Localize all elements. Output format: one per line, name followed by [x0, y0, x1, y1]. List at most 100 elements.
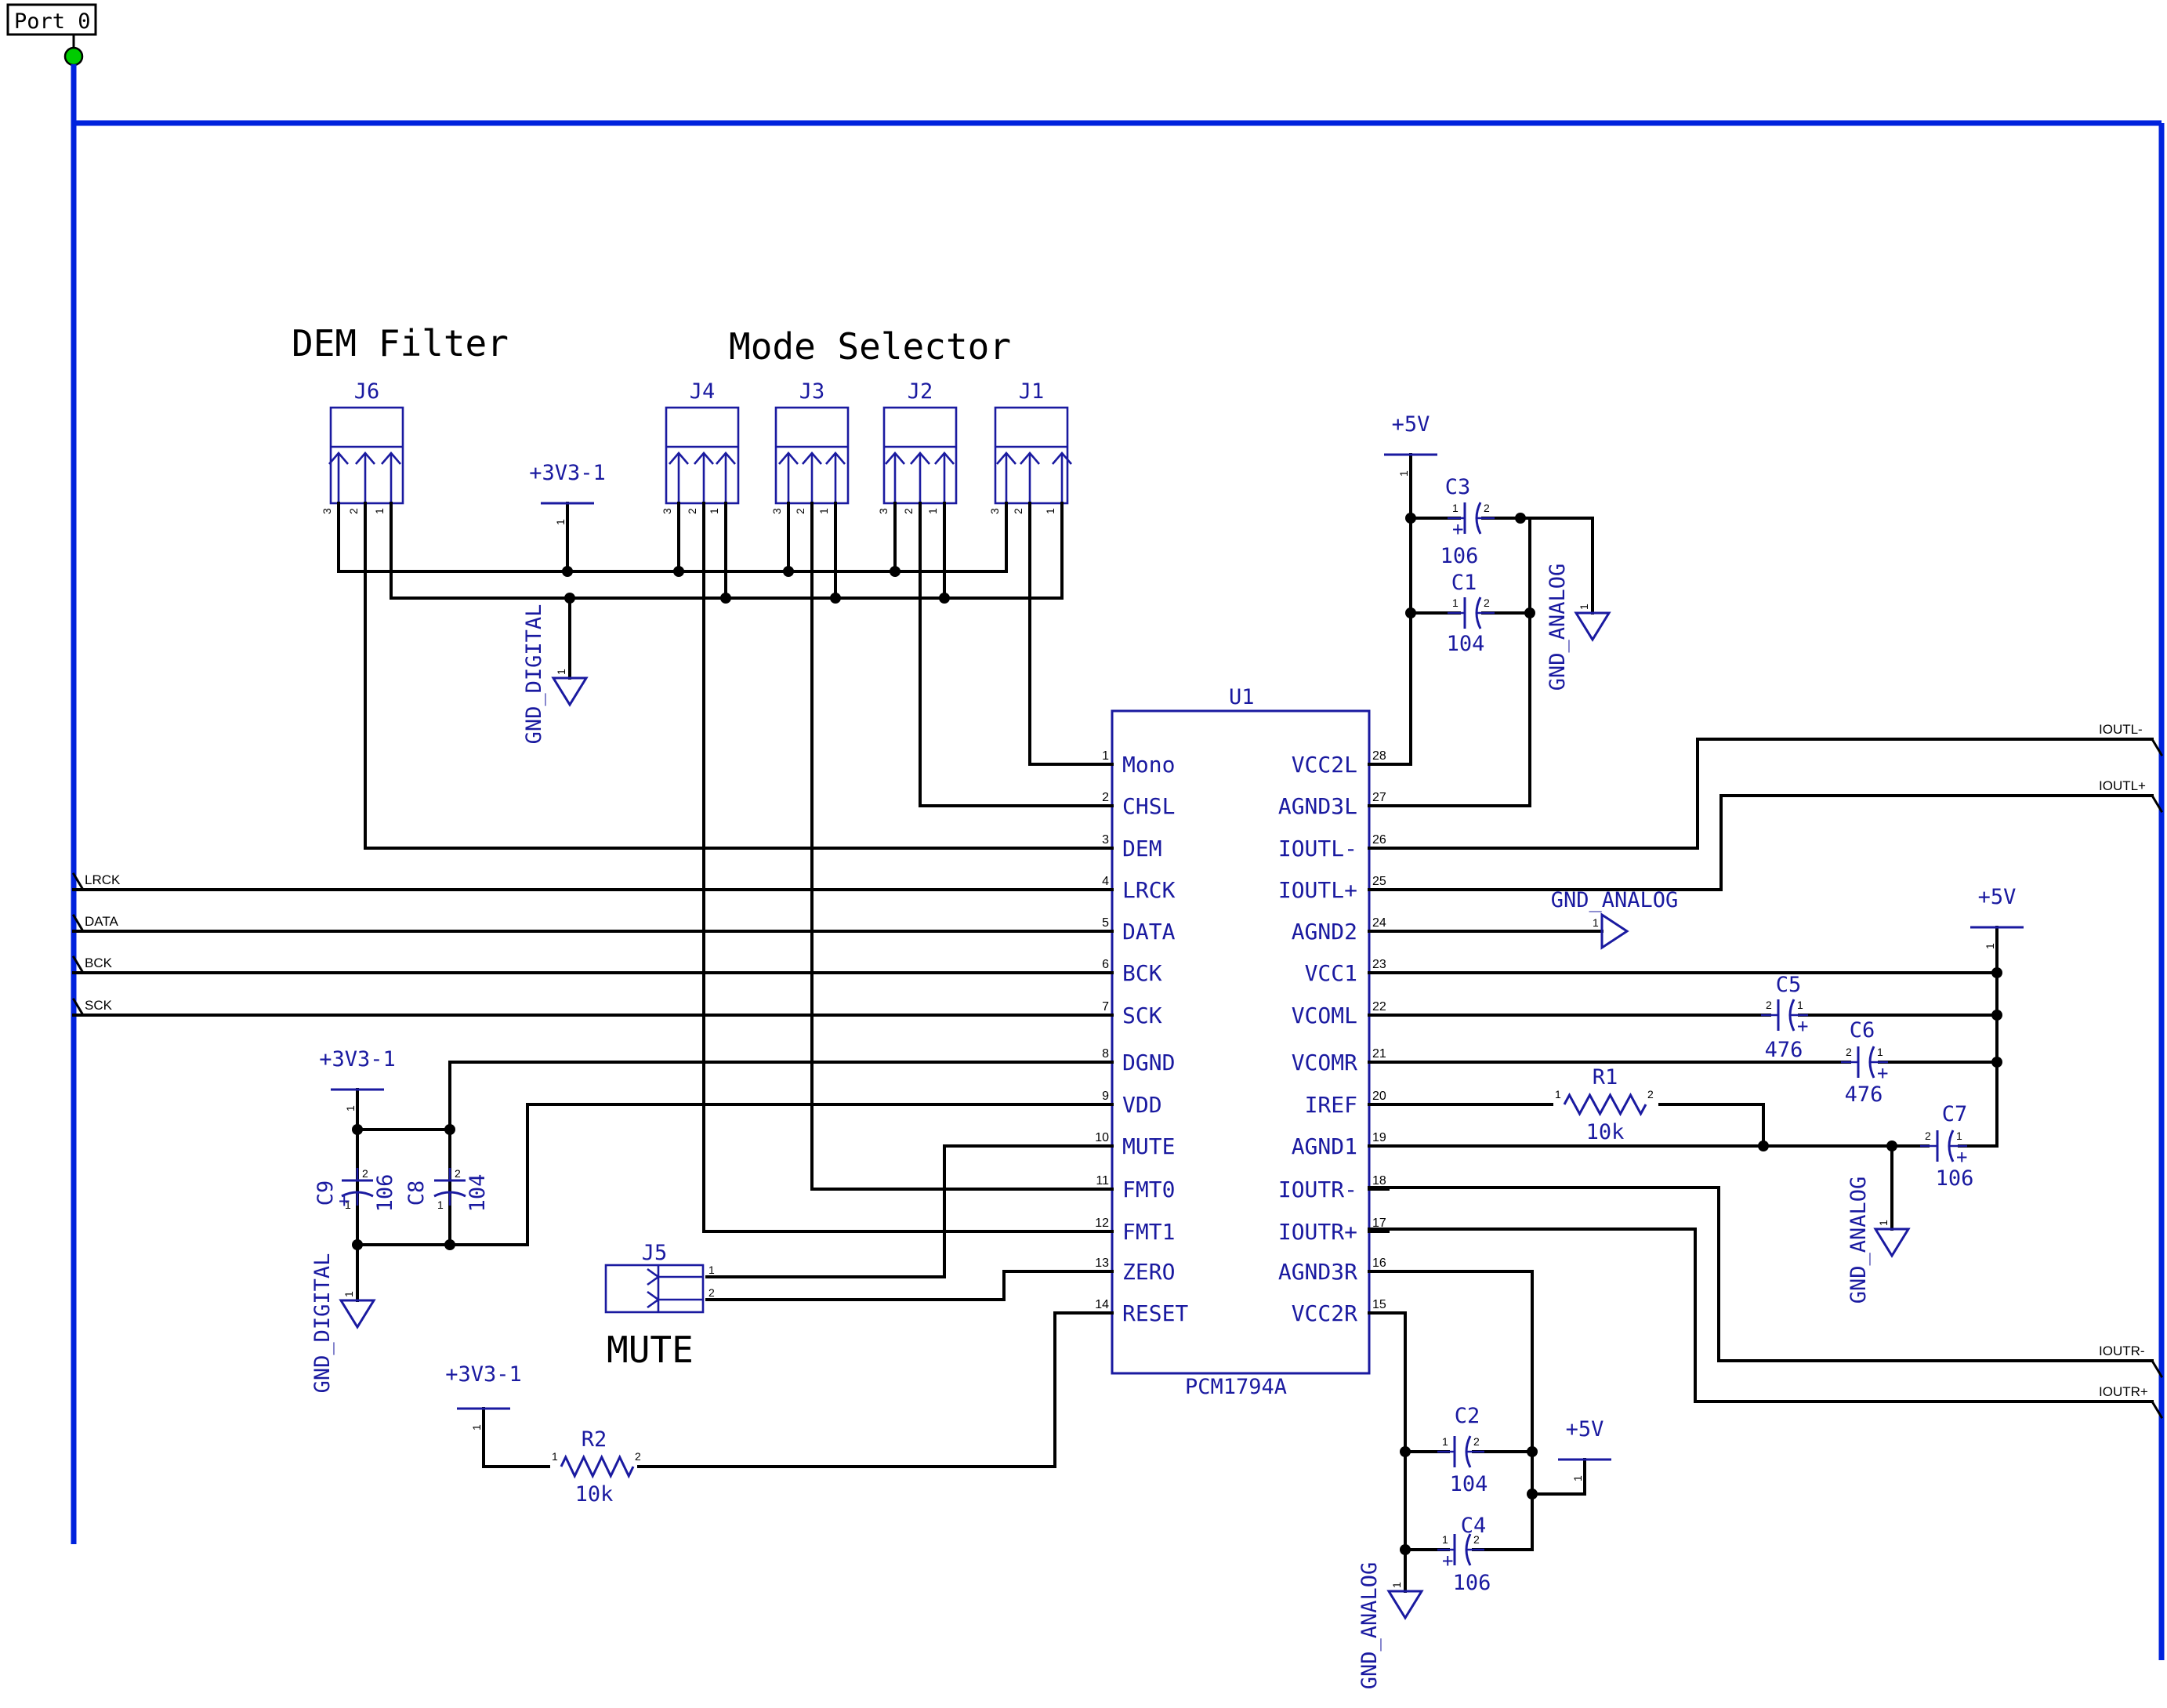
capacitor-c1[interactable]: C1 104 1 2 [1447, 571, 1495, 656]
cap-value: 106 [1453, 1571, 1491, 1595]
top-wiring [337, 502, 1114, 1233]
pin-number: 2 [455, 1167, 461, 1180]
pin-name: AGND3R [1278, 1259, 1357, 1285]
pin-number: 14 [1095, 1298, 1109, 1311]
ground-label: GND_ANALOG [1357, 1562, 1382, 1690]
pin-name: DGND [1122, 1050, 1175, 1075]
jumper-ref: J3 [799, 379, 825, 404]
port-0[interactable]: Port 0 [6, 3, 97, 67]
pin-name: IOUTL+ [1278, 877, 1357, 903]
pin-number: 8 [1102, 1047, 1109, 1061]
cap-ref: C5 [1776, 973, 1802, 997]
pin-number: 1 [926, 508, 939, 514]
cap-value: 106 [373, 1174, 397, 1213]
pin-number: 1 [1452, 597, 1459, 609]
vdd-decoupling [352, 1061, 1114, 1302]
pin-name: ZERO [1122, 1259, 1175, 1285]
pin-number: 7 [1102, 1000, 1109, 1014]
pin-number: 24 [1372, 916, 1386, 930]
cap-ref: C7 [1942, 1102, 1968, 1126]
cap-value: 476 [1765, 1038, 1803, 1062]
pin-number: 1 [1593, 916, 1599, 929]
power-5v-bottom: +5V 1 [1558, 1417, 1611, 1481]
mute-reset-wiring [482, 1144, 1114, 1468]
pin-name: AGND1 [1292, 1133, 1357, 1159]
pin-name: BCK [1122, 960, 1162, 986]
cap-value: 104 [1447, 632, 1485, 656]
power-3v3-top: +3V3-11 [529, 461, 606, 525]
pin-number: 23 [1372, 958, 1386, 971]
jumper-ref: J5 [642, 1241, 668, 1265]
net-label-ioutr-minus: IOUTR- [2099, 1344, 2145, 1358]
pin-number: 1 [437, 1199, 444, 1211]
cap-value: 476 [1845, 1082, 1883, 1107]
power-label: +3V3-1 [529, 461, 606, 485]
pin-number: 1 [1877, 1220, 1890, 1226]
chip-body [1111, 709, 1371, 1375]
port-connector-dot [63, 46, 84, 67]
chip-ref: U1 [1229, 685, 1255, 709]
bus [71, 64, 2165, 1660]
gnd-digital-top: GND_DIGITAL 1 [522, 604, 589, 745]
pin-number: 10 [1095, 1131, 1109, 1144]
pin-number: 1 [555, 669, 567, 675]
pin-number: 2 [1484, 502, 1490, 514]
pin-number: 11 [1096, 1174, 1109, 1188]
pin-number: 9 [1102, 1090, 1109, 1103]
right-output-nets: IOUTL- IOUTL+ IOUTR- IOUTR+ [1368, 722, 2164, 1420]
pin-number: 2 [902, 508, 915, 514]
pin-number: 1 [344, 1105, 357, 1111]
power-3v3-left: +3V3-11 [319, 1047, 396, 1111]
pin-number: 1 [1571, 1475, 1584, 1481]
pin-name: VDD [1122, 1092, 1162, 1118]
power-label: +5V [1566, 1417, 1604, 1441]
pin-number: 2 [1484, 597, 1490, 609]
pin-number: 2 [635, 1450, 641, 1463]
pin-number: 25 [1372, 875, 1386, 888]
plus-sign: + [1452, 518, 1463, 540]
pin-number: 6 [1102, 958, 1109, 971]
pin-number: 2 [362, 1167, 368, 1180]
pin-number: 1 [342, 1291, 355, 1297]
pin-number: 12 [1095, 1217, 1109, 1230]
vcc2l-decoupling [1368, 453, 1594, 807]
net-label-data: DATA [85, 914, 118, 929]
cap-ref: C1 [1451, 571, 1477, 595]
pin-number: 1 [1797, 999, 1803, 1011]
mode-selector-title: Mode Selector [729, 325, 1011, 368]
pin-number: 1 [1984, 943, 1996, 949]
pin-number: 1 [1397, 470, 1410, 477]
pin-number: 1 [345, 1199, 351, 1211]
ground-label: GND_DIGITAL [522, 604, 546, 745]
pin-number: 15 [1372, 1298, 1386, 1311]
pin-number: 5 [1102, 916, 1109, 930]
